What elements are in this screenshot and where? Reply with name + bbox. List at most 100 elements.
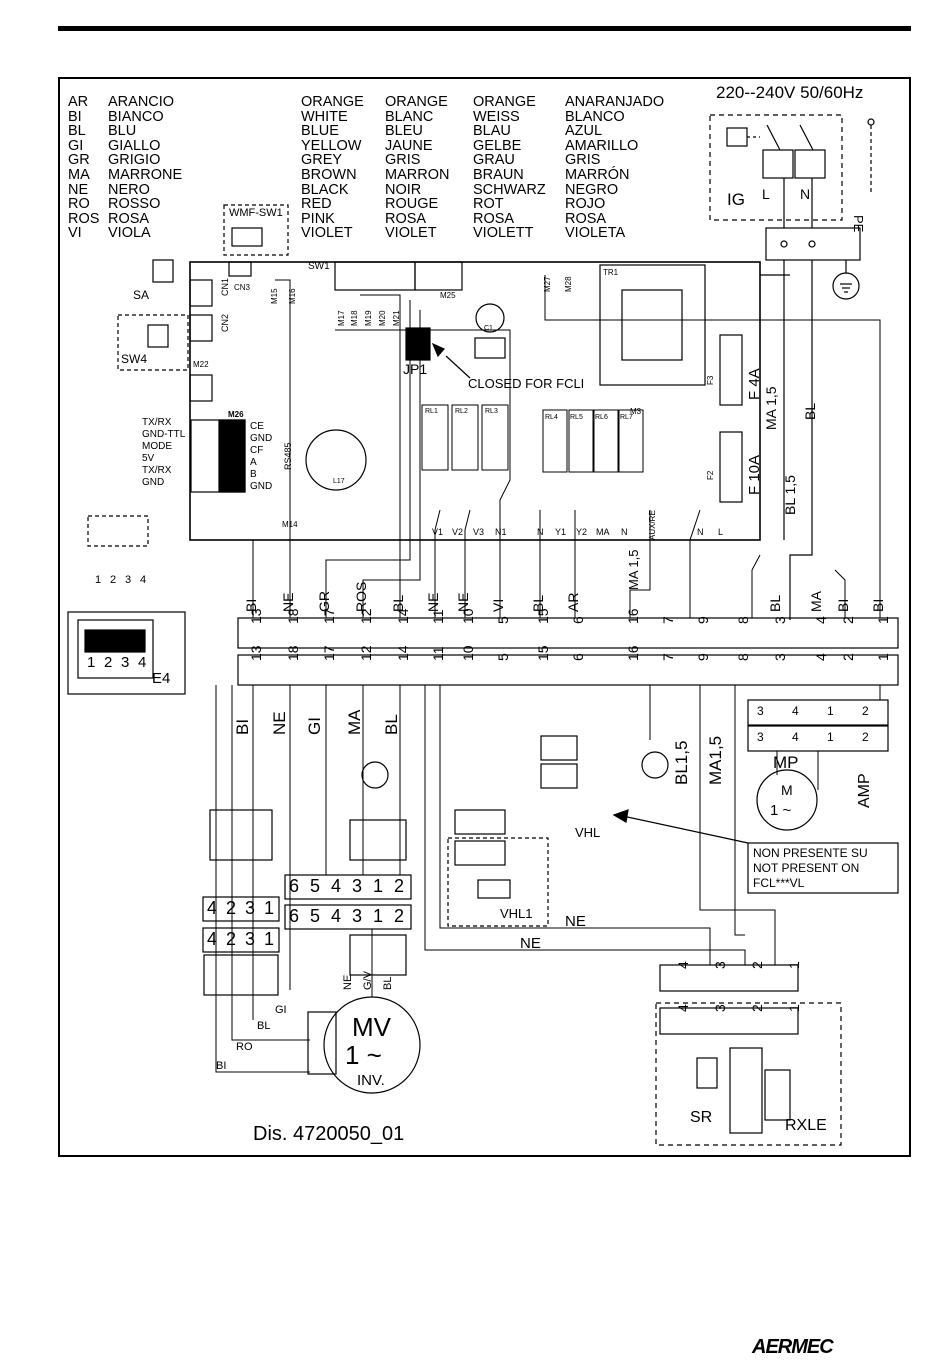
diagram-label: 14 bbox=[395, 608, 411, 624]
diagram-label: MA bbox=[596, 527, 610, 537]
legend-cell: GELBE bbox=[473, 137, 522, 154]
legend-cell: MARRONE bbox=[108, 166, 183, 183]
diagram-label: 3 bbox=[757, 704, 764, 718]
diagram-label: 18 bbox=[285, 608, 301, 624]
terminal-strip-upper bbox=[237, 617, 899, 649]
diagram-label: 1 bbox=[827, 704, 834, 718]
legend-cell: BI bbox=[68, 108, 82, 125]
diagram-label: 3 bbox=[352, 876, 363, 896]
legend-cell: ROSSO bbox=[108, 196, 161, 213]
diagram-label: RL7 bbox=[620, 414, 633, 421]
diagram-label: CN2 bbox=[220, 313, 230, 332]
diagram-label: 3 bbox=[245, 929, 256, 949]
diagram-label: B bbox=[250, 469, 257, 480]
e4-switch bbox=[67, 611, 186, 695]
diagram-label: 5V bbox=[142, 453, 155, 464]
diagram-label: 4 bbox=[138, 654, 147, 671]
fan-connector-4pin-b bbox=[202, 927, 280, 953]
diagram-label: VHL bbox=[575, 825, 601, 840]
legend-cell: BRAUN bbox=[473, 166, 524, 183]
sr-terminal-a bbox=[659, 964, 799, 992]
diagram-label: BI bbox=[870, 598, 886, 612]
sw4-switch bbox=[147, 324, 169, 348]
diagram-label: 5 bbox=[310, 906, 321, 926]
diagram-label: MODE bbox=[142, 441, 172, 452]
drawing-number: Dis. 4720050_01 bbox=[253, 1123, 405, 1145]
diagram-label: 2 bbox=[226, 898, 237, 918]
legend-cell: ORANGE bbox=[385, 94, 448, 110]
diagram-label: F3 bbox=[706, 375, 715, 385]
e4-connector bbox=[87, 515, 149, 547]
diagram-label: 10 bbox=[460, 608, 476, 624]
diagram-label: AR bbox=[565, 592, 581, 612]
diagram-label: 7 bbox=[660, 653, 676, 661]
fan-connector-6pin-b bbox=[284, 904, 412, 930]
legend-cell: BL bbox=[68, 123, 86, 140]
note-line: NOT PRESENT ON bbox=[753, 861, 860, 875]
mv-label: MV bbox=[352, 1012, 391, 1042]
diagram-label: RL5 bbox=[570, 414, 583, 421]
diagram-label: 2 bbox=[862, 704, 869, 718]
diagram-label: 3 bbox=[121, 654, 130, 671]
mp-terminals-1 bbox=[747, 699, 889, 726]
legend-cell: GIALLO bbox=[108, 137, 161, 154]
diagram-label: 1 bbox=[87, 654, 96, 671]
diagram-label: GND bbox=[250, 433, 273, 444]
diagram-label: V2 bbox=[452, 527, 464, 537]
diagram-label: 3 bbox=[712, 961, 728, 969]
legend-cell: WEISS bbox=[473, 108, 520, 125]
diagram-label: 4 bbox=[813, 616, 829, 624]
diagram-label: G/V bbox=[362, 971, 374, 990]
diagram-label: 16 bbox=[625, 645, 641, 661]
switch-contact-l bbox=[762, 149, 794, 179]
diagram-label: CE bbox=[250, 421, 264, 432]
diagram-label: RL6 bbox=[595, 414, 608, 421]
legend-cell: AR bbox=[68, 94, 89, 110]
main-switch-box bbox=[709, 114, 843, 221]
diagram-label: Y2 bbox=[576, 527, 588, 537]
note-box bbox=[747, 842, 899, 894]
diagram-label: 3 bbox=[757, 730, 764, 744]
diagram-label: 4 bbox=[792, 730, 799, 744]
mains-terminal-block bbox=[765, 227, 861, 261]
diagram-label: CF bbox=[250, 445, 264, 456]
diagram-label: BL bbox=[257, 1020, 271, 1032]
rxle-heater bbox=[729, 1047, 763, 1134]
legend-cell: BLEU bbox=[385, 123, 423, 140]
diagram-label: BI bbox=[233, 718, 252, 735]
diagram-label: SR bbox=[690, 1109, 713, 1126]
brand-logo: AERMEC bbox=[752, 1336, 834, 1358]
diagram-label: NE bbox=[565, 913, 586, 930]
diagram-label: TX/RX bbox=[142, 465, 172, 476]
diagram-label: 1 bbox=[786, 961, 802, 969]
diagram-label: 6 bbox=[289, 876, 300, 896]
legend-cell: GRIS bbox=[565, 152, 601, 169]
diagram-label: A bbox=[250, 457, 257, 468]
diagram-label: MA 1,5 bbox=[763, 386, 779, 430]
diagram-label: BL bbox=[802, 402, 818, 420]
diagram-label: F 10A bbox=[746, 454, 763, 495]
diagram-label: AMP bbox=[856, 773, 873, 808]
diagram-label: 4 bbox=[813, 653, 829, 661]
ig-label: IG bbox=[727, 190, 745, 209]
supply-voltage-label: 220--240V 50/60Hz bbox=[716, 83, 864, 102]
diagram-label: BL bbox=[767, 594, 783, 612]
diagram-label: 4 bbox=[331, 906, 342, 926]
diagram-label: F2 bbox=[706, 470, 715, 480]
legend-cell: AZUL bbox=[565, 123, 603, 140]
diagram-label: 4 bbox=[207, 929, 218, 949]
legend-cell: NOIR bbox=[385, 181, 422, 198]
diagram-label: 16 bbox=[625, 608, 641, 624]
diagram-label: RL4 bbox=[545, 414, 558, 421]
sr-terminal-b bbox=[659, 1007, 799, 1035]
legend-cell: ROS bbox=[68, 210, 100, 227]
diagram-label: 5 bbox=[495, 616, 511, 624]
diagram-label: M17 bbox=[337, 310, 346, 326]
diagram-label: VHL1 bbox=[500, 906, 533, 921]
diagram-label: 3 bbox=[712, 1004, 728, 1012]
diagram-label: MA bbox=[345, 709, 364, 736]
diagram-label: MA 1,5 bbox=[626, 549, 641, 590]
diagram-label: 6 bbox=[289, 906, 300, 926]
diagram-label: GI bbox=[275, 1004, 287, 1016]
